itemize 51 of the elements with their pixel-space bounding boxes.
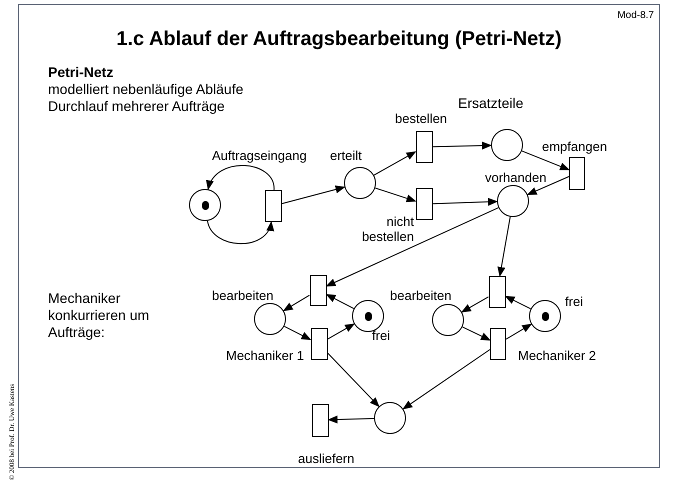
transition-bar: [310, 328, 328, 360]
node-label: vorhanden: [485, 170, 546, 185]
arrow: [521, 150, 570, 170]
arrow: [284, 326, 312, 340]
arrow: [506, 324, 532, 340]
arrow: [374, 188, 416, 202]
transition-bar: [416, 188, 432, 220]
arrow: [504, 296, 532, 310]
transition-bar: [490, 328, 506, 360]
heading: Petri-Netz: [48, 64, 114, 81]
note-text: Durchlauf mehrerer Aufträge: [48, 98, 226, 115]
node-label: bearbeiten: [390, 288, 452, 303]
transition-bar: [416, 131, 432, 163]
arrow: [497, 216, 511, 277]
transition-bar: [312, 404, 328, 436]
arrow: [282, 294, 310, 312]
arrow: [326, 294, 354, 310]
arrow: [462, 326, 491, 341]
arrow: [402, 348, 490, 410]
transition-bar: [488, 276, 506, 308]
arrow: [526, 176, 570, 196]
node-label: frei: [565, 294, 584, 309]
node-label: empfangen: [542, 139, 608, 154]
arrow: [373, 151, 416, 176]
slide-number: Mod-8.7: [617, 9, 654, 23]
node-label: bearbeiten: [212, 288, 274, 303]
arrow: [461, 296, 489, 313]
note-text: modelliert nebenläufige Abläufe: [48, 81, 244, 98]
transition-bar: [264, 190, 282, 222]
node-label: Mechaniker 2: [518, 348, 596, 363]
transition-bar: [569, 156, 585, 190]
arrow: [327, 323, 355, 340]
node-label: Mechaniker 1: [226, 348, 304, 363]
arrow: [328, 416, 374, 424]
arrow: [432, 142, 492, 150]
arrow: [327, 352, 380, 408]
node-label: ausliefern: [298, 451, 354, 466]
note-text: Mechaniker konkurrieren um Aufträge:: [48, 290, 150, 341]
title: 1.c Ablauf der Auftragsbearbeitung (Petri-Netz): [115, 27, 563, 52]
node-label: erteilt: [330, 148, 362, 163]
node-label: Auftragseingang: [212, 148, 307, 163]
arrow: [326, 207, 499, 287]
arrow: [206, 220, 273, 244]
arrow: [432, 198, 498, 206]
arrow: [207, 165, 275, 190]
node-label: frei: [372, 328, 390, 343]
arrow: [281, 186, 346, 204]
node-label: nicht bestellen: [360, 214, 414, 244]
node-label: bestellen: [395, 111, 448, 126]
transition-bar: [310, 274, 326, 306]
group-label: Ersatzteile: [458, 94, 524, 113]
